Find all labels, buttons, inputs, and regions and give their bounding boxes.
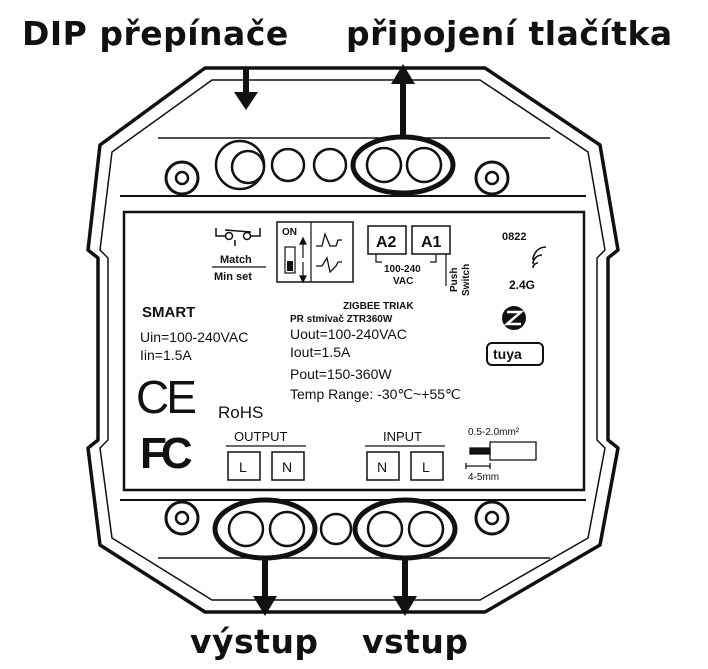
a1-label: A1: [421, 234, 442, 251]
smart-label: SMART: [142, 304, 195, 321]
zigbee-logo-icon: [502, 306, 526, 330]
dip-arrow-head: [234, 92, 258, 110]
button-arrow-head: [391, 64, 415, 84]
wifi-icon: [532, 246, 547, 269]
fcc-mark: FC: [140, 429, 192, 478]
wire-section-label: 0.5-2.0mm²: [468, 427, 520, 438]
bottom-terminal-holes: [227, 510, 445, 548]
output-l-label: L: [239, 459, 247, 475]
input-current-spec: Iin=1.5A: [140, 347, 192, 363]
rohs-label: RoHS: [218, 403, 263, 422]
input-arrow-head: [393, 596, 417, 616]
top-terminal-holes: [214, 139, 443, 191]
tuya-logo-text: tuya: [493, 346, 522, 362]
callout-button-connection: připojení tlačítka: [346, 14, 673, 53]
product-title: ZIGBEE TRIAK: [343, 301, 414, 312]
min-set-label: Min set: [214, 271, 252, 283]
a2-box: [367, 225, 407, 255]
output-l-box: [227, 451, 261, 481]
vac-label: VAC: [393, 276, 413, 287]
callout-dip-switches: DIP přepínače: [22, 14, 289, 53]
output-arrow-head: [253, 596, 277, 616]
output-n-box: [271, 451, 305, 481]
input-l-box: [410, 451, 444, 481]
screw-hole-top-left: [164, 160, 200, 196]
output-power-spec: Pout=150-360W: [290, 366, 392, 382]
strip-length-label: 4-5mm: [468, 472, 499, 483]
push-label: Push: [449, 268, 460, 292]
housing-inner-outline: [99, 79, 606, 601]
input-n-label: N: [377, 459, 387, 475]
dip-switch-knob: [287, 261, 293, 271]
input-l-label: L: [422, 459, 430, 475]
screw-hole-bottom-left: [164, 500, 200, 536]
frequency-label: 2.4G: [509, 278, 535, 292]
wire-strip-icon: [465, 441, 537, 469]
input-label: INPUT: [383, 429, 422, 444]
a2-label: A2: [376, 234, 397, 251]
product-subtitle: PR stmívač ZTR360W: [290, 314, 393, 325]
dip-direction-arrows: [299, 236, 307, 284]
output-voltage-spec: Uout=100-240VAC: [290, 326, 407, 342]
voltage-range-label: 100-240: [384, 264, 421, 275]
a-terminal-wires: [375, 254, 447, 286]
callout-input: vstup: [362, 622, 469, 661]
code-label: 0822: [502, 231, 526, 243]
screw-hole-bottom-right: [474, 500, 510, 536]
screw-hole-top-right: [474, 160, 510, 196]
a1-box: [411, 225, 451, 255]
switch-label: Switch: [461, 264, 472, 296]
match-label: Match: [220, 254, 252, 266]
ce-mark: CE: [136, 371, 195, 423]
waveform-icons: [316, 231, 342, 274]
jumper-symbol: [215, 228, 261, 246]
dip-switch-slider: [284, 246, 296, 274]
callout-output: výstup: [190, 622, 319, 661]
output-current-spec: Iout=1.5A: [290, 344, 351, 360]
label-panel: [122, 210, 586, 492]
output-label: OUTPUT: [234, 429, 288, 444]
tuya-logo: tuya: [486, 342, 544, 366]
input-n-box: [366, 451, 400, 481]
temperature-range-spec: Temp Range: -30℃~+55℃: [290, 386, 461, 402]
output-n-label: N: [282, 459, 292, 475]
input-voltage-spec: Uin=100-240VAC: [140, 329, 248, 345]
dip-on-label: ON: [282, 227, 297, 238]
